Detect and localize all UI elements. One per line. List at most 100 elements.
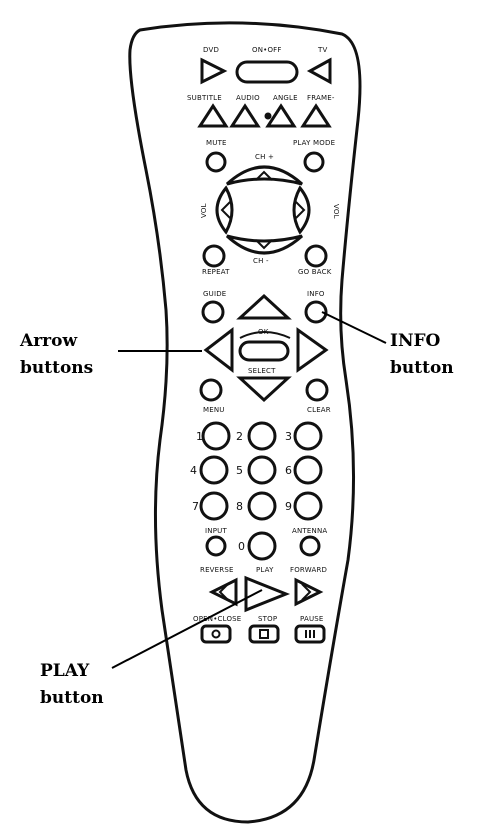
number-1-button[interactable] bbox=[201, 421, 231, 451]
play-callout-line2: button bbox=[40, 688, 104, 708]
go-back-button[interactable] bbox=[304, 244, 328, 268]
eject-icon bbox=[211, 629, 221, 639]
number-2-button[interactable] bbox=[247, 421, 277, 451]
label-clear: CLEAR bbox=[307, 406, 331, 414]
label-ch-minus: CH - bbox=[253, 257, 269, 265]
label-dvd: DVD bbox=[203, 46, 219, 54]
label-repeat: REPEAT bbox=[202, 268, 230, 276]
chevron-right-icon bbox=[295, 201, 306, 219]
stop-button[interactable] bbox=[248, 624, 280, 644]
number-4-button[interactable] bbox=[199, 455, 229, 485]
audio-button[interactable] bbox=[229, 103, 261, 128]
label-forward: FORWARD bbox=[290, 566, 327, 574]
arrow-callout-line2: buttons bbox=[20, 358, 93, 378]
num-label-4: 4 bbox=[190, 464, 197, 477]
label-reverse: REVERSE bbox=[200, 566, 234, 574]
label-select: SELECT bbox=[248, 367, 276, 375]
arrow-up-button[interactable] bbox=[236, 293, 292, 320]
subtitle-button[interactable] bbox=[197, 103, 229, 128]
number-3-button[interactable] bbox=[293, 421, 323, 451]
angle-dot bbox=[264, 112, 272, 120]
label-ok: OK bbox=[258, 328, 269, 336]
tv-button[interactable] bbox=[306, 57, 332, 85]
num-label-2: 2 bbox=[236, 430, 243, 443]
info-callout-line2: button bbox=[390, 358, 454, 378]
play-callout-line bbox=[111, 589, 263, 669]
label-frame: FRAME- bbox=[307, 94, 335, 102]
ok-button[interactable] bbox=[238, 340, 290, 362]
label-play: PLAY bbox=[256, 566, 274, 574]
forward-button[interactable] bbox=[294, 577, 324, 607]
label-mute: MUTE bbox=[206, 139, 227, 147]
power-button[interactable] bbox=[235, 60, 299, 84]
num-label-5: 5 bbox=[236, 464, 243, 477]
label-info: INFO bbox=[307, 290, 325, 298]
number-9-button[interactable] bbox=[293, 491, 323, 521]
play-mode-button[interactable] bbox=[303, 151, 325, 173]
number-5-button[interactable] bbox=[247, 455, 277, 485]
arrow-callout-line1: Arrow bbox=[19, 331, 77, 351]
num-label-8: 8 bbox=[236, 500, 243, 513]
number-8-button[interactable] bbox=[247, 491, 277, 521]
chevron-down-icon bbox=[255, 239, 273, 250]
num-label-6: 6 bbox=[285, 464, 292, 477]
dvd-button[interactable] bbox=[200, 57, 228, 85]
label-audio: AUDIO bbox=[236, 94, 260, 102]
num-label-7: 7 bbox=[192, 500, 199, 513]
info-callout-line1: INFO bbox=[390, 331, 441, 351]
chevron-up-icon bbox=[255, 170, 273, 181]
num-label-0: 0 bbox=[238, 540, 245, 553]
play-button[interactable] bbox=[244, 575, 291, 613]
arrow-down-button[interactable] bbox=[236, 376, 292, 403]
vol-left-button[interactable] bbox=[215, 185, 234, 235]
label-antenna: ANTENNA bbox=[292, 527, 327, 535]
rewind-icon bbox=[218, 583, 229, 601]
label-pause: PAUSE bbox=[300, 615, 324, 623]
reverse-button[interactable] bbox=[208, 577, 238, 607]
number-7-button[interactable] bbox=[199, 491, 229, 521]
label-angle: ANGLE bbox=[273, 94, 298, 102]
label-vol-left: VOL bbox=[200, 203, 208, 218]
num-label-3: 3 bbox=[285, 430, 292, 443]
antenna-button[interactable] bbox=[299, 535, 321, 557]
label-ch-plus: CH + bbox=[255, 153, 274, 161]
clear-button[interactable] bbox=[305, 378, 329, 402]
info-button[interactable] bbox=[304, 300, 328, 324]
ch-up-button[interactable] bbox=[225, 165, 303, 186]
frame-button[interactable] bbox=[300, 103, 332, 128]
label-tv: TV bbox=[317, 46, 327, 54]
label-input: INPUT bbox=[205, 527, 227, 535]
mute-button[interactable] bbox=[205, 151, 227, 173]
label-menu: MENU bbox=[203, 406, 225, 414]
num-label-1: 1 bbox=[196, 430, 203, 443]
pause-icon bbox=[305, 630, 315, 638]
fast-forward-icon bbox=[301, 583, 312, 601]
menu-button[interactable] bbox=[199, 378, 223, 402]
label-subtitle: SUBTITLE bbox=[187, 94, 222, 102]
repeat-button[interactable] bbox=[202, 244, 226, 268]
label-on-off: ON•OFF bbox=[252, 46, 282, 54]
label-play-mode: PLAY MODE bbox=[293, 139, 335, 147]
chevron-left-icon bbox=[220, 201, 231, 219]
ch-down-button[interactable] bbox=[225, 234, 303, 255]
number-0-button[interactable] bbox=[247, 531, 277, 561]
label-vol-right: VOL bbox=[332, 204, 340, 219]
arrow-right-button[interactable] bbox=[296, 327, 329, 373]
stop-icon bbox=[259, 629, 269, 639]
label-go-back: GO BACK bbox=[298, 268, 332, 276]
label-guide: GUIDE bbox=[203, 290, 226, 298]
num-label-9: 9 bbox=[285, 500, 292, 513]
arrow-left-button[interactable] bbox=[203, 326, 234, 374]
info-callout-line bbox=[321, 311, 387, 344]
input-button[interactable] bbox=[205, 535, 227, 557]
play-callout-line1: PLAY bbox=[40, 661, 90, 681]
angle-button[interactable] bbox=[265, 103, 297, 128]
label-open-close: OPEN•CLOSE bbox=[193, 615, 241, 623]
label-stop: STOP bbox=[258, 615, 277, 623]
open-close-button[interactable] bbox=[200, 624, 232, 644]
number-6-button[interactable] bbox=[293, 455, 323, 485]
vol-right-button[interactable] bbox=[292, 185, 311, 235]
ok-arc bbox=[239, 331, 291, 339]
guide-button[interactable] bbox=[201, 300, 225, 324]
